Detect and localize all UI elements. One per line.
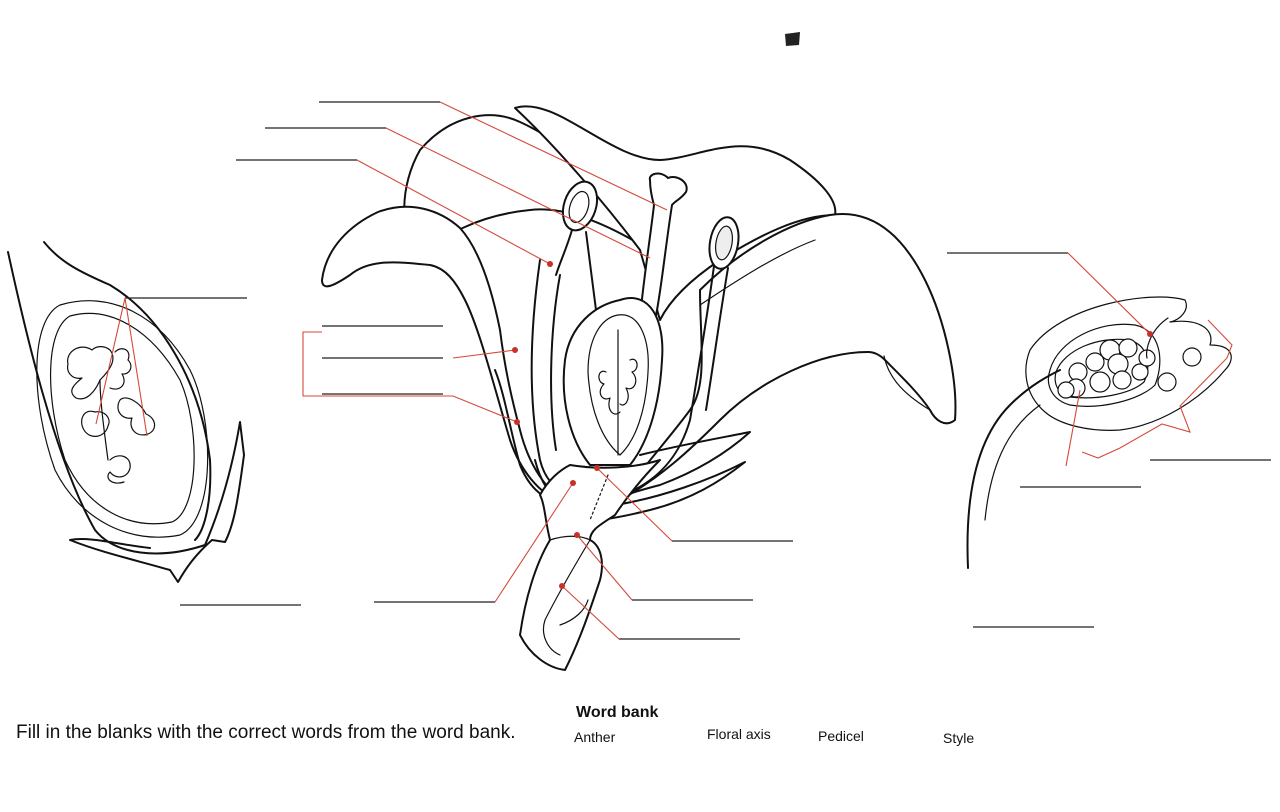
- word-bank-word-anther: Anther: [574, 729, 616, 745]
- anther-detail-drawing: [966, 296, 1232, 569]
- ovary-section-drawing: [7, 241, 245, 583]
- answer-blanks: [125, 101, 1271, 640]
- instruction-text: Fill in the blanks with the correct word…: [16, 722, 516, 743]
- word-bank-word-pedicel: Pedicel: [818, 728, 864, 744]
- word-bank-word-floral-axis: Floral axis: [707, 726, 771, 742]
- top-mark: [785, 32, 800, 46]
- label-pins: [512, 261, 1153, 589]
- leader-lines: [95, 101, 1233, 640]
- word-bank-title: Word bank: [576, 704, 659, 721]
- flower-section-drawing: [321, 105, 957, 671]
- word-bank-word-style: Style: [943, 730, 975, 746]
